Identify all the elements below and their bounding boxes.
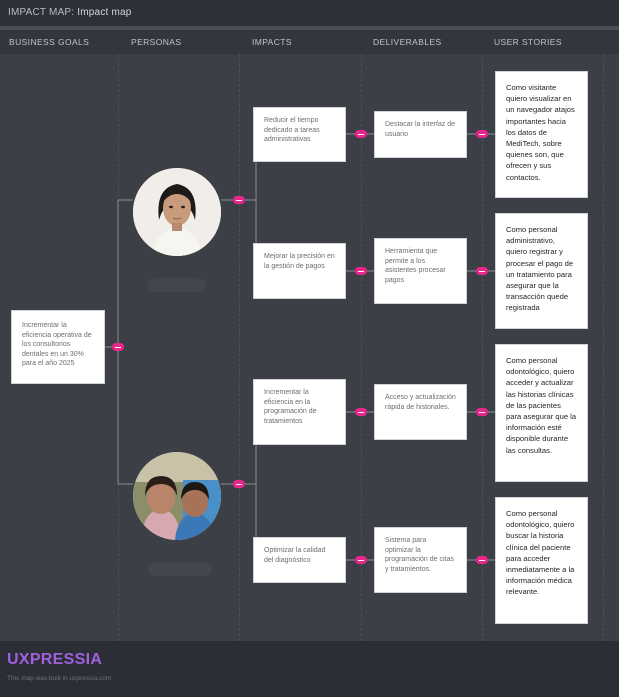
column-header-user-stories[interactable]: USER STORIES — [494, 37, 562, 47]
deliverable-card[interactable]: Sistema para optimizar la programación d… — [374, 527, 467, 593]
column-divider — [239, 54, 240, 641]
column-divider — [603, 54, 604, 641]
brand-logo[interactable]: UXPRESSIA — [7, 651, 103, 668]
impact-card[interactable]: Incrementar la eficiencia en la programa… — [253, 379, 346, 445]
column-header-deliverables[interactable]: DELIVERABLES — [373, 37, 442, 47]
collapse-toggle-icon[interactable] — [355, 408, 367, 416]
persona-label-placeholder — [148, 278, 206, 292]
persona-avatar[interactable] — [133, 452, 221, 540]
collapse-toggle-icon[interactable] — [476, 556, 488, 564]
person-photo-icon — [133, 168, 221, 256]
footer-note: This map was built in uxpressia.com — [7, 675, 112, 682]
impact-card[interactable]: Optimizar la calidad del diagnóstico — [253, 537, 346, 583]
deliverable-card[interactable]: Destacar la interfaz de usuario — [374, 111, 467, 158]
collapse-toggle-icon[interactable] — [112, 343, 124, 351]
header-separator — [0, 26, 619, 30]
deliverable-card[interactable]: Herramienta que permite a los asistentes… — [374, 238, 467, 304]
collapse-toggle-icon[interactable] — [476, 130, 488, 138]
column-header-personas[interactable]: PERSONAS — [131, 37, 182, 47]
impact-card[interactable]: Reducir el tiempo dedicado a tareas admi… — [253, 107, 346, 162]
column-divider — [361, 54, 362, 641]
user-story-card[interactable]: Como personal odontológico, quiero busca… — [495, 497, 588, 624]
deliverable-card[interactable]: Acceso y actualización rápida de histori… — [374, 384, 467, 440]
user-story-card[interactable]: Como personal administrativo, quiero reg… — [495, 213, 588, 329]
collapse-toggle-icon[interactable] — [233, 480, 245, 488]
column-header-row: BUSINESS GOALS PERSONAS IMPACTS DELIVERA… — [0, 30, 619, 54]
user-story-card[interactable]: Como personal odontológico, quiero acced… — [495, 344, 588, 482]
footer: UXPRESSIA This map was built in uxpressi… — [0, 641, 619, 697]
business-goal-card[interactable]: Incrementar la eficiencia operativa de l… — [11, 310, 105, 384]
impact-card[interactable]: Mejorar la precisión en la gestión de pa… — [253, 243, 346, 299]
collapse-toggle-icon[interactable] — [233, 196, 245, 204]
collapse-toggle-icon[interactable] — [476, 267, 488, 275]
collapse-toggle-icon[interactable] — [355, 130, 367, 138]
collapse-toggle-icon[interactable] — [476, 408, 488, 416]
user-story-card[interactable]: Como visitante quiero visualizar en un n… — [495, 71, 588, 198]
persona-avatar[interactable] — [133, 168, 221, 256]
map-title-name[interactable]: Impact map — [77, 7, 132, 18]
two-people-photo-icon — [133, 452, 221, 540]
collapse-toggle-icon[interactable] — [355, 556, 367, 564]
map-title-prefix: IMPACT MAP: — [8, 7, 75, 18]
persona-label-placeholder — [148, 562, 212, 576]
collapse-toggle-icon[interactable] — [355, 267, 367, 275]
column-header-impacts[interactable]: IMPACTS — [252, 37, 292, 47]
map-title: IMPACT MAP: Impact map — [8, 7, 132, 18]
top-bar: IMPACT MAP: Impact map — [0, 0, 619, 26]
map-canvas: Incrementar la eficiencia operativa de l… — [0, 54, 619, 641]
column-header-business-goals[interactable]: BUSINESS GOALS — [9, 37, 90, 47]
column-divider — [482, 54, 483, 641]
